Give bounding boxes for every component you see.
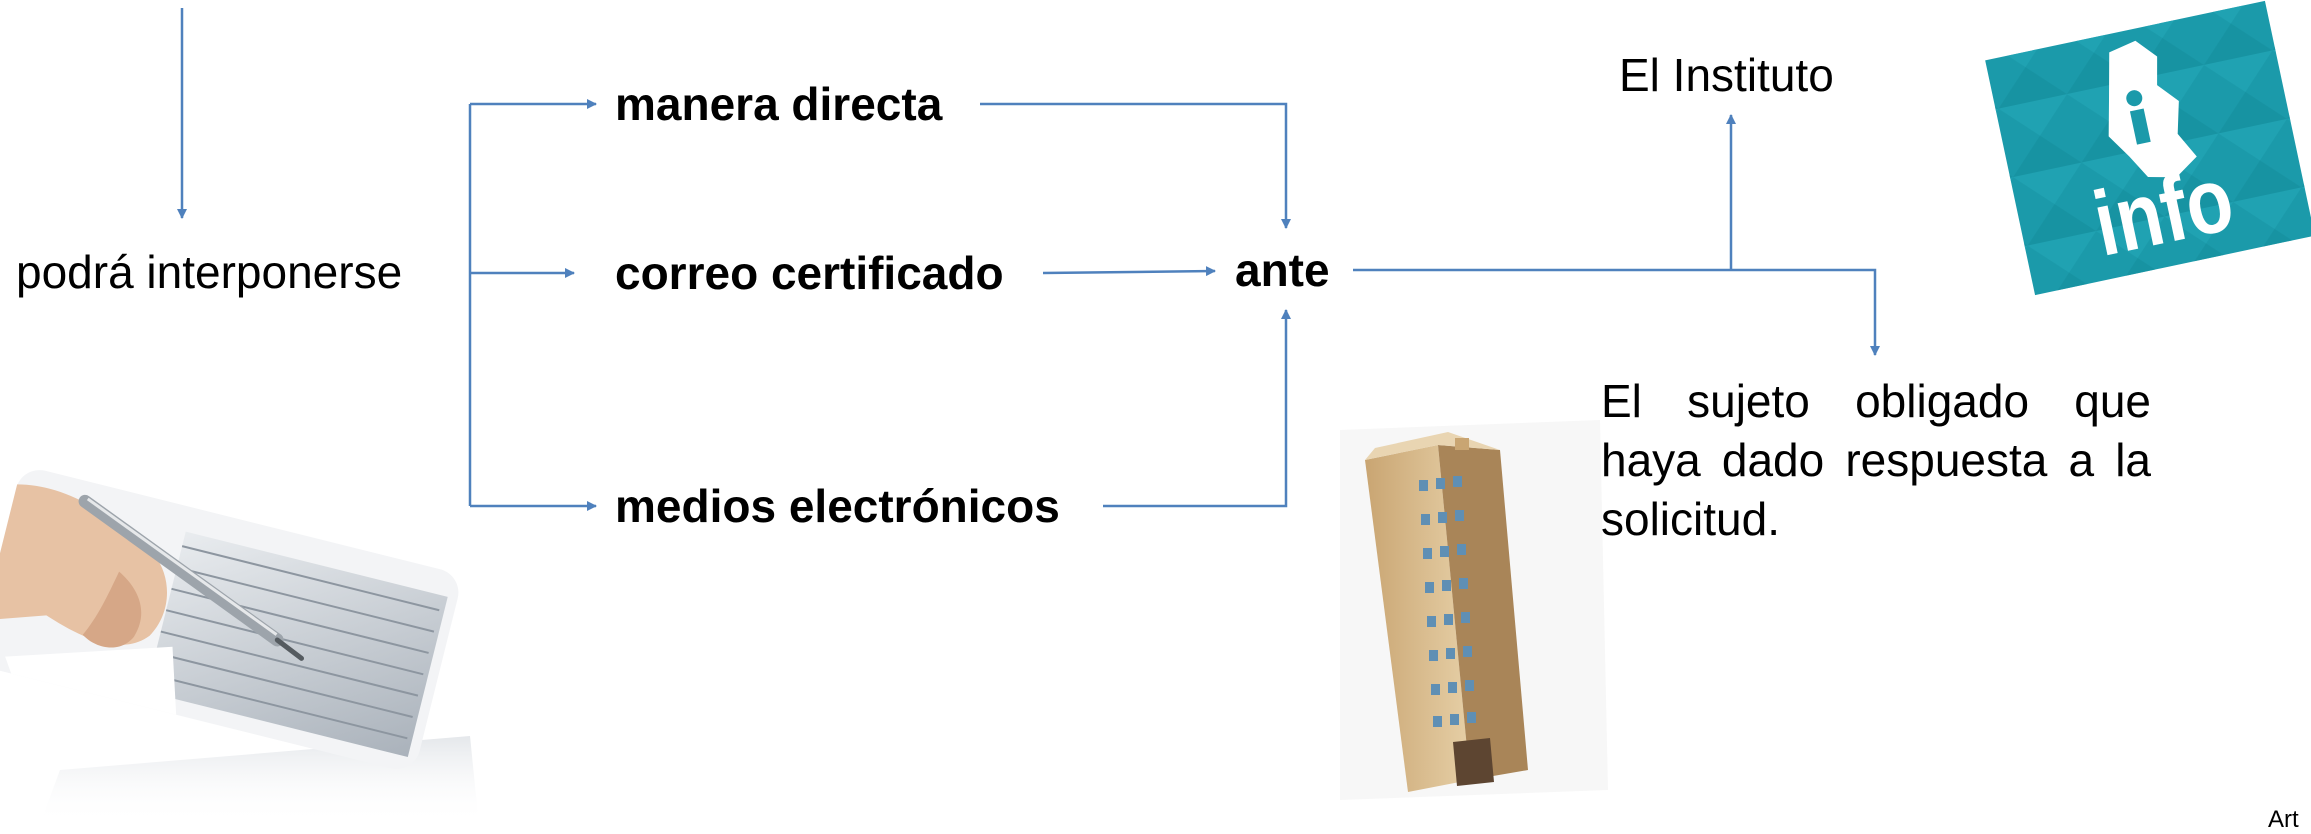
connector-methods-bracket <box>468 99 597 511</box>
info-logo: info <box>1985 0 2311 296</box>
left-label: podrá interponerse <box>16 246 403 298</box>
building-icon <box>1340 420 1608 800</box>
center-label-ante: ante <box>1235 244 1330 296</box>
method-medios-electronicos: medios electrónicos <box>615 480 1060 532</box>
hand-writing-photo <box>0 470 478 824</box>
footer-fragment: Art <box>2268 806 2299 833</box>
target-instituto: El Instituto <box>1619 49 1834 101</box>
connector-ante-to-targets <box>1353 114 1880 356</box>
method-correo-certificado: correo certificado <box>615 247 1004 299</box>
connector-methods-to-ante <box>980 102 1291 508</box>
target-sujeto-obligado: El sujeto obligado que haya dado respues… <box>1601 375 2151 545</box>
method-manera-directa: manera directa <box>615 78 943 130</box>
